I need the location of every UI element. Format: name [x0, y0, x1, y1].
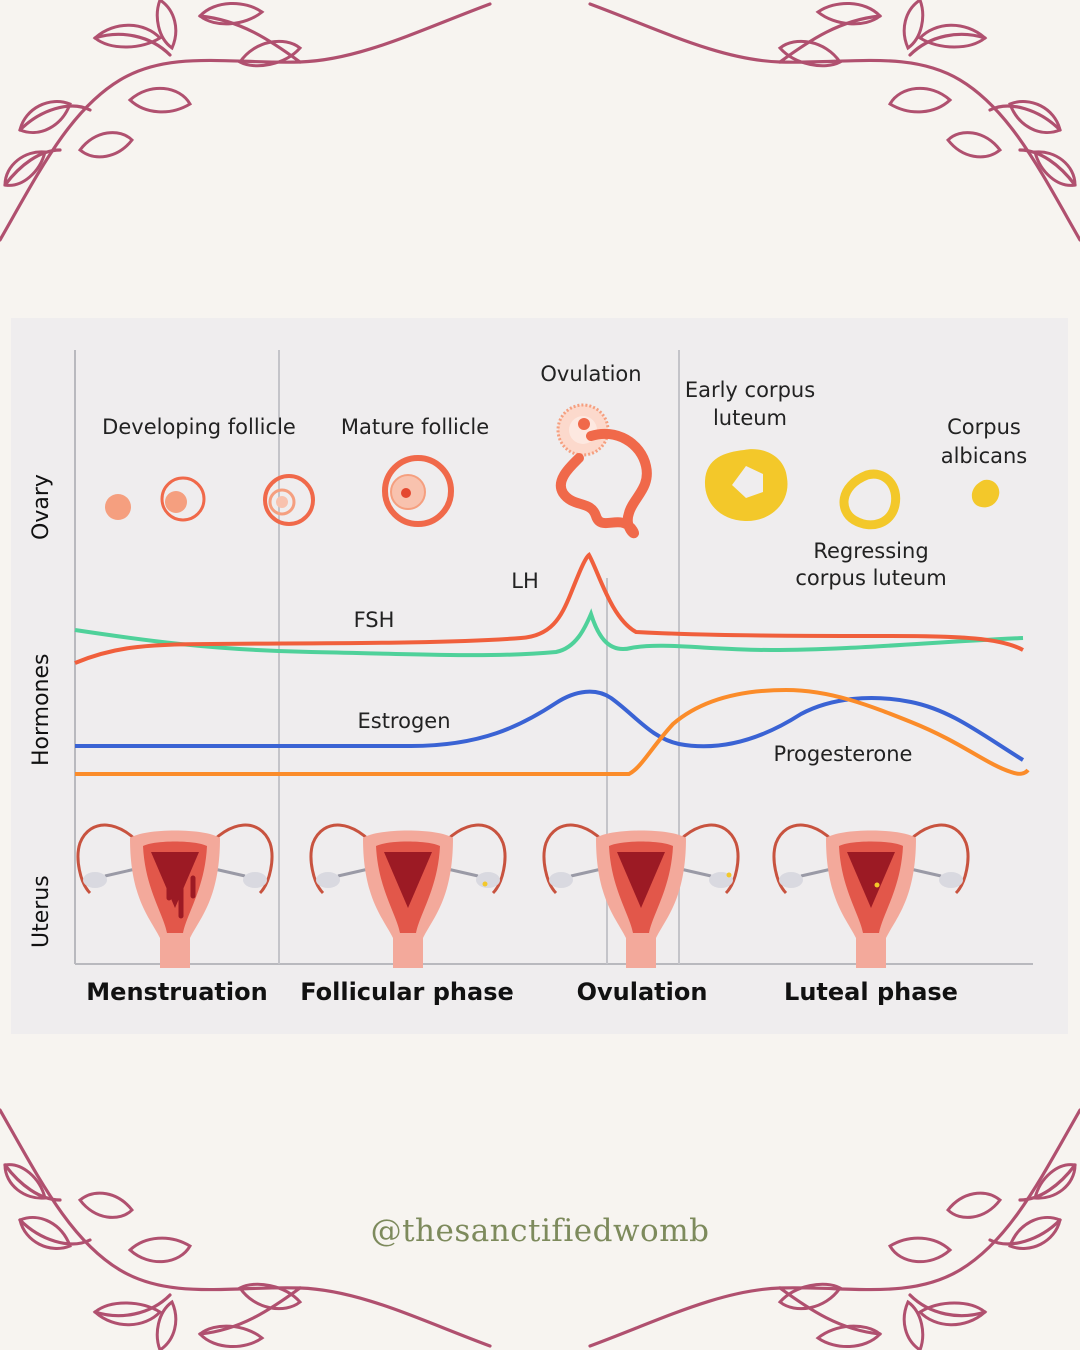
label-mature-follicle: Mature follicle — [341, 415, 489, 439]
label-ovulation-stage: Ovulation — [540, 362, 641, 386]
social-handle: @thesanctifiedwomb — [370, 1213, 710, 1249]
label-regressing-1: Regressing — [813, 539, 928, 563]
menstrual-flow — [166, 871, 196, 919]
phase-label-follicular: Follicular phase — [300, 978, 514, 1006]
phase-label-ovulation: Ovulation — [577, 978, 708, 1006]
curve-progesterone — [75, 687, 1030, 776]
label-early-corpus-luteum-2: luteum — [713, 406, 787, 430]
early-corpus-luteum — [704, 449, 788, 522]
egg-marker-follicular — [482, 881, 488, 887]
label-regressing-2: corpus luteum — [795, 566, 946, 590]
phase-label-luteal: Luteal phase — [784, 978, 958, 1006]
menstrual-cycle-diagram: Ovary Hormones Uterus Developing follicl… — [11, 318, 1068, 1034]
ovulation-egg — [556, 403, 652, 539]
curve-fsh — [74, 608, 1024, 658]
phase-label-menstruation: Menstruation — [86, 978, 267, 1006]
row-label-uterus: Uterus — [29, 875, 54, 948]
curve-lh — [74, 552, 1024, 665]
vine-decoration-bottom-right — [588, 1108, 1080, 1350]
uterus-ovulation — [542, 823, 740, 970]
label-corpus-albicans-1: Corpus — [947, 415, 1021, 439]
uterus-menstruation — [76, 823, 274, 970]
label-corpus-albicans-2: albicans — [941, 444, 1028, 468]
label-lh: LH — [511, 569, 539, 593]
vine-decoration-top-right — [588, 0, 1080, 242]
follicle-mature — [382, 455, 454, 527]
uterus-follicular — [309, 823, 507, 970]
follicle-developing-2 — [160, 476, 206, 522]
vine-decoration-top-left — [0, 0, 492, 242]
follicle-developing-1 — [105, 494, 131, 520]
label-early-corpus-luteum-1: Early corpus — [685, 378, 815, 402]
uterus-luteal — [772, 823, 970, 970]
label-fsh: FSH — [354, 608, 395, 632]
curve-estrogen — [75, 689, 1025, 762]
row-label-hormones: Hormones — [29, 654, 54, 767]
label-progesterone: Progesterone — [774, 742, 913, 766]
corpus-albicans — [971, 479, 1000, 508]
label-developing-follicle: Developing follicle — [102, 415, 296, 439]
vine-decoration-bottom-left — [0, 1108, 492, 1350]
label-estrogen: Estrogen — [357, 709, 450, 733]
egg-marker-luteal — [874, 882, 880, 888]
diagram-canvas: Ovary Hormones Uterus Developing follicl… — [29, 350, 1033, 1006]
row-label-ovary: Ovary — [29, 474, 54, 540]
follicle-developing-3 — [263, 474, 315, 526]
egg-marker-ovulation — [726, 872, 732, 878]
regressing-corpus-luteum — [839, 469, 901, 530]
